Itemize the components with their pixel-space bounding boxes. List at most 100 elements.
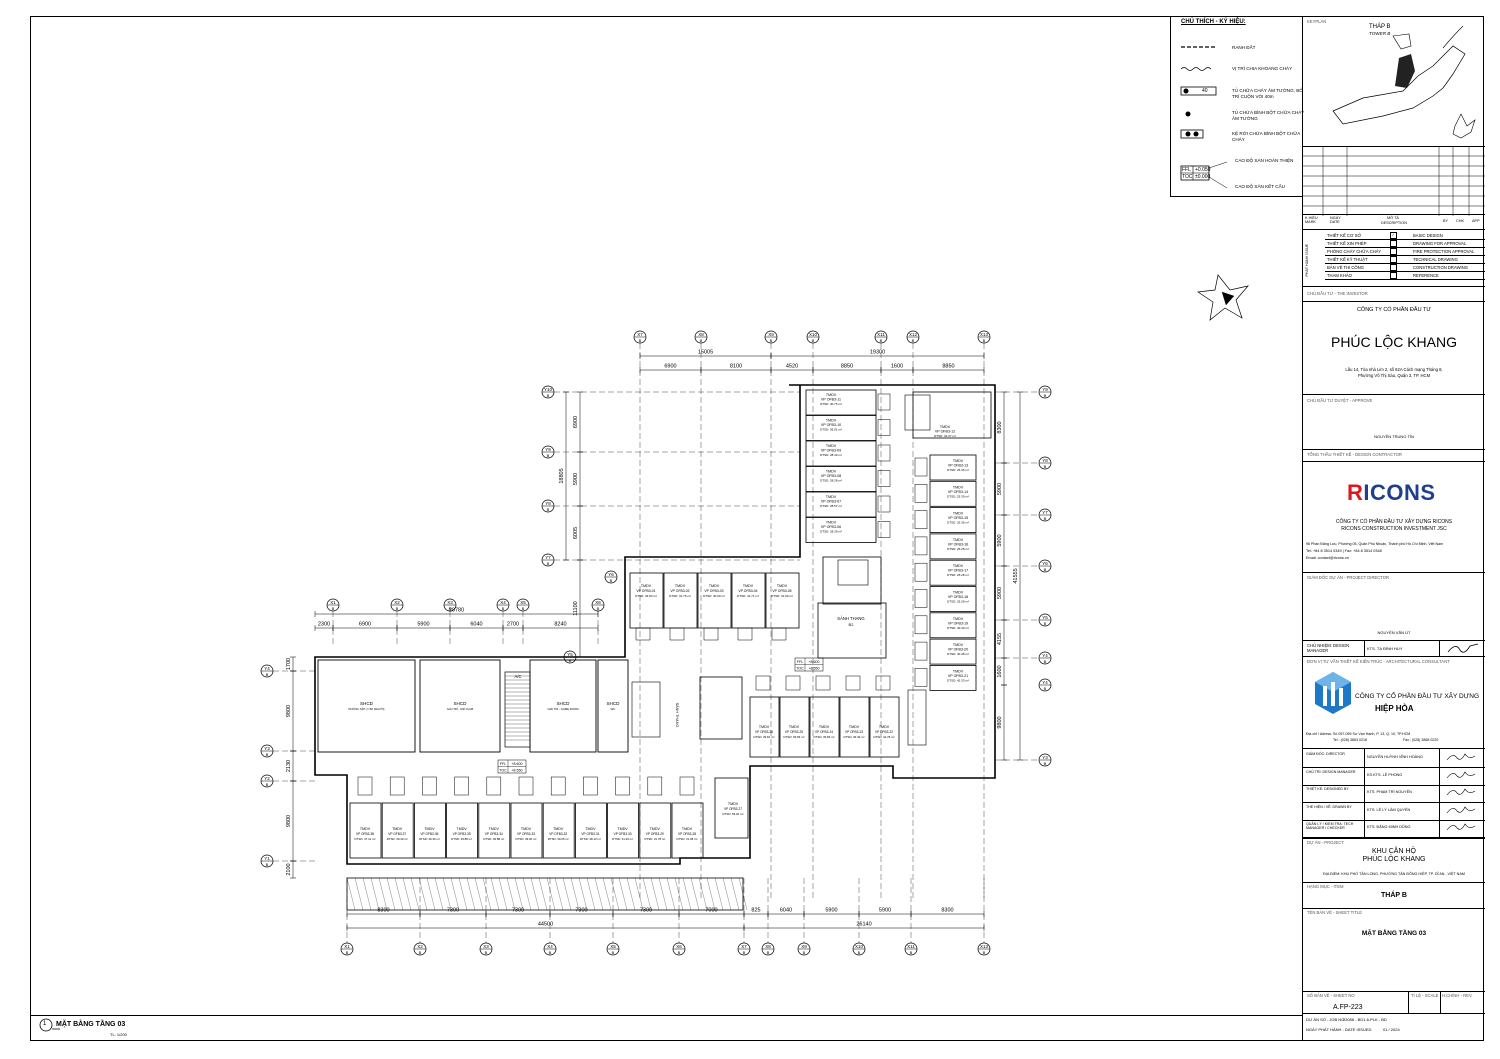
grid-label: Y9 — [1042, 387, 1048, 392]
grid-label: X10 — [809, 332, 818, 337]
hiep-hoa-logo — [1315, 672, 1351, 714]
rev-label: H.CHỈNH - REV. — [1442, 993, 1473, 998]
dim-text: 9800 — [286, 815, 292, 827]
grid-sub: B — [1044, 659, 1047, 664]
grid-label: X12 — [909, 332, 918, 337]
legend-extinguisher-shelf: KỆ RỜI CHỨA BÌNH BỘT CHỮA CHÁY — [1232, 131, 1301, 142]
room — [929, 480, 977, 507]
grid-sub: B — [880, 338, 883, 343]
stair-b — [904, 394, 931, 431]
dim-text: 5900 — [997, 534, 1003, 546]
room-code: VP OFB3-29 — [646, 832, 664, 836]
issue-checkbox[interactable] — [1390, 248, 1397, 255]
room-area: DTSD: 25.35 m² — [947, 468, 969, 472]
grid-sub: B — [396, 606, 399, 611]
room-code: VP OFB3-36 — [420, 832, 438, 836]
dim-text: 5900 — [997, 587, 1003, 599]
issue-checkbox[interactable] — [1390, 240, 1397, 247]
grid-label: X7 — [741, 944, 747, 949]
dim-text: 6040 — [470, 622, 482, 628]
room-area: DTSD: 42.33 m² — [947, 678, 969, 682]
room-name: TMDV — [777, 584, 788, 588]
room-code: VP OFB3-14 — [948, 490, 968, 494]
manager-label: CHỦ NHIỆM: DESIGN MANAGER — [1307, 643, 1350, 653]
legend-fire-compartment: VỊ TRÍ CHIA KHOANG CHÁY — [1232, 66, 1293, 71]
room — [671, 802, 704, 859]
item-value: THÁP B — [1381, 892, 1407, 899]
grid-sub: B — [1044, 464, 1047, 469]
room-area: DTSD: 40.76 m² — [820, 402, 842, 406]
manager-signature — [1447, 643, 1479, 653]
dim-text: 11100 — [573, 601, 579, 615]
toc-value: +8.550 — [808, 667, 819, 671]
sheet-no-label: SỐ BẢN VẼ - SHEET NO — [1307, 993, 1355, 998]
sheet-border — [30, 16, 1484, 1041]
date-label: NGÀY PHÁT HÀNH - DATE ISSUED — [1306, 1027, 1372, 1032]
contractor-label: TỔNG THẦU THIẾT KẾ - DESIGN CONTRACTOR — [1307, 452, 1402, 457]
wc — [703, 627, 719, 641]
room-area: DTSD: 25.28 m² — [947, 547, 969, 551]
wc — [422, 776, 437, 796]
wc — [785, 675, 801, 691]
room — [542, 802, 575, 859]
grid-label: X11 — [877, 332, 885, 337]
room — [805, 491, 877, 518]
staff-role: QUẢN LÝ / KIỂM TRA: TECH MANAGER / CHECK… — [1306, 822, 1354, 831]
elevator — [837, 559, 869, 586]
room-code: VP OFB3-34 — [485, 832, 503, 836]
legend-title: CHÚ THÍCH - KÝ HIỆU: — [1181, 19, 1246, 25]
grid-label: Y6 — [608, 572, 614, 577]
dim-text: 26140 — [856, 922, 871, 928]
room-name: TMDV — [953, 643, 964, 647]
grid-sub: B — [770, 338, 773, 343]
wc — [877, 521, 891, 538]
room-code: VP OFB3-10 — [821, 423, 841, 427]
shcd-room — [597, 659, 629, 753]
grid-label: X3 — [483, 944, 489, 949]
staff-role: THỂ HIỆN / VẼ: DRAWN BY — [1306, 804, 1352, 809]
room-code: VP OFB3-31 — [581, 832, 599, 836]
wc — [669, 627, 685, 641]
staff-role: CHỦ TRÌ: DESIGN MANAGER — [1306, 769, 1356, 774]
ricons-logo: RICONS — [1347, 480, 1436, 505]
elevator2 — [631, 681, 661, 738]
room-name: TMDV — [521, 827, 532, 831]
wc — [914, 615, 928, 635]
item-label: HẠNG MỤC - ITEM — [1307, 884, 1344, 889]
room — [697, 572, 732, 629]
issue-checkbox[interactable] — [1390, 256, 1397, 263]
room-code: VP OFB3-37 — [388, 832, 406, 836]
room-name: TMDV — [360, 827, 371, 831]
issue-checkbox[interactable] — [1390, 272, 1397, 279]
issue-checkbox[interactable] — [1390, 264, 1397, 271]
room-code: VP OFB3-32 — [549, 832, 567, 836]
wc — [914, 589, 928, 608]
issue-checkbox[interactable]: ✓ — [1390, 232, 1397, 239]
staff-name: NGUYỄN HUỲNH VĨNH HOÀNG — [1367, 755, 1423, 759]
room-area: DTSD: 34.83 m² — [635, 594, 657, 598]
dim-text: 9800 — [286, 705, 292, 717]
room-area: DTSD: 31.08 m² — [677, 837, 698, 841]
wc — [914, 484, 928, 503]
contractor-email: Email: contact@ricons.vn — [1306, 556, 1349, 560]
grid-label: Y10 — [544, 387, 553, 392]
grid-label: Y4 — [1042, 653, 1048, 658]
grid-label: Y3 — [264, 746, 270, 751]
rev-chk: CHK — [1456, 219, 1465, 223]
room-area: DTSD: 36.91 m² — [820, 428, 842, 432]
room-name: TMDV — [826, 393, 837, 397]
consultant-tel: Tel : (028) 3863 0218 — [1333, 738, 1367, 742]
room-code: VP OFB3-28 — [678, 832, 696, 836]
room-name: TMDV — [424, 827, 435, 831]
grid-sub: B — [1044, 761, 1047, 766]
signature — [1446, 753, 1476, 761]
legend-extinguisher-cabinet: TỦ CHỨA BÌNH BỘT CHỮA CHÁY ÂM TƯỜNG — [1232, 110, 1305, 121]
dim-text: 2100 — [286, 863, 292, 875]
dim-text: 15005 — [698, 350, 713, 356]
room-code: VP OFB3-13 — [948, 464, 968, 468]
dim-text: 7300 — [640, 908, 652, 914]
room-name: TMDV — [953, 485, 964, 489]
room — [929, 533, 977, 560]
